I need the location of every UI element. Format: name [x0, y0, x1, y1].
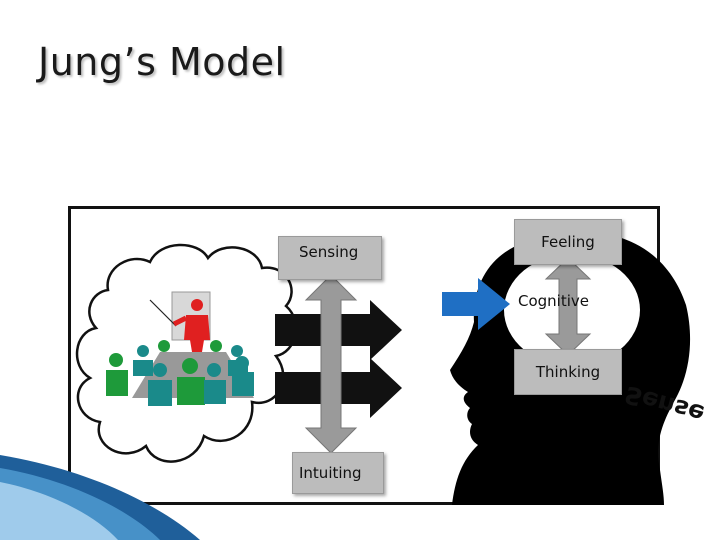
accent-wave-icon	[0, 455, 200, 540]
feeling-label: Feeling	[514, 219, 622, 265]
intuiting-label: Intuiting	[292, 452, 384, 494]
slide-title: Jung’s Model	[38, 40, 286, 84]
cognitive-label: Cognitive	[518, 292, 590, 310]
presenter-icon	[149, 291, 211, 352]
blue-arrow-icon	[442, 278, 510, 330]
audience-icon	[106, 340, 254, 406]
perception-axis-arrow-icon	[304, 274, 358, 454]
sensing-label: Sensing	[278, 236, 382, 280]
thinking-label: Thinking	[514, 349, 622, 395]
